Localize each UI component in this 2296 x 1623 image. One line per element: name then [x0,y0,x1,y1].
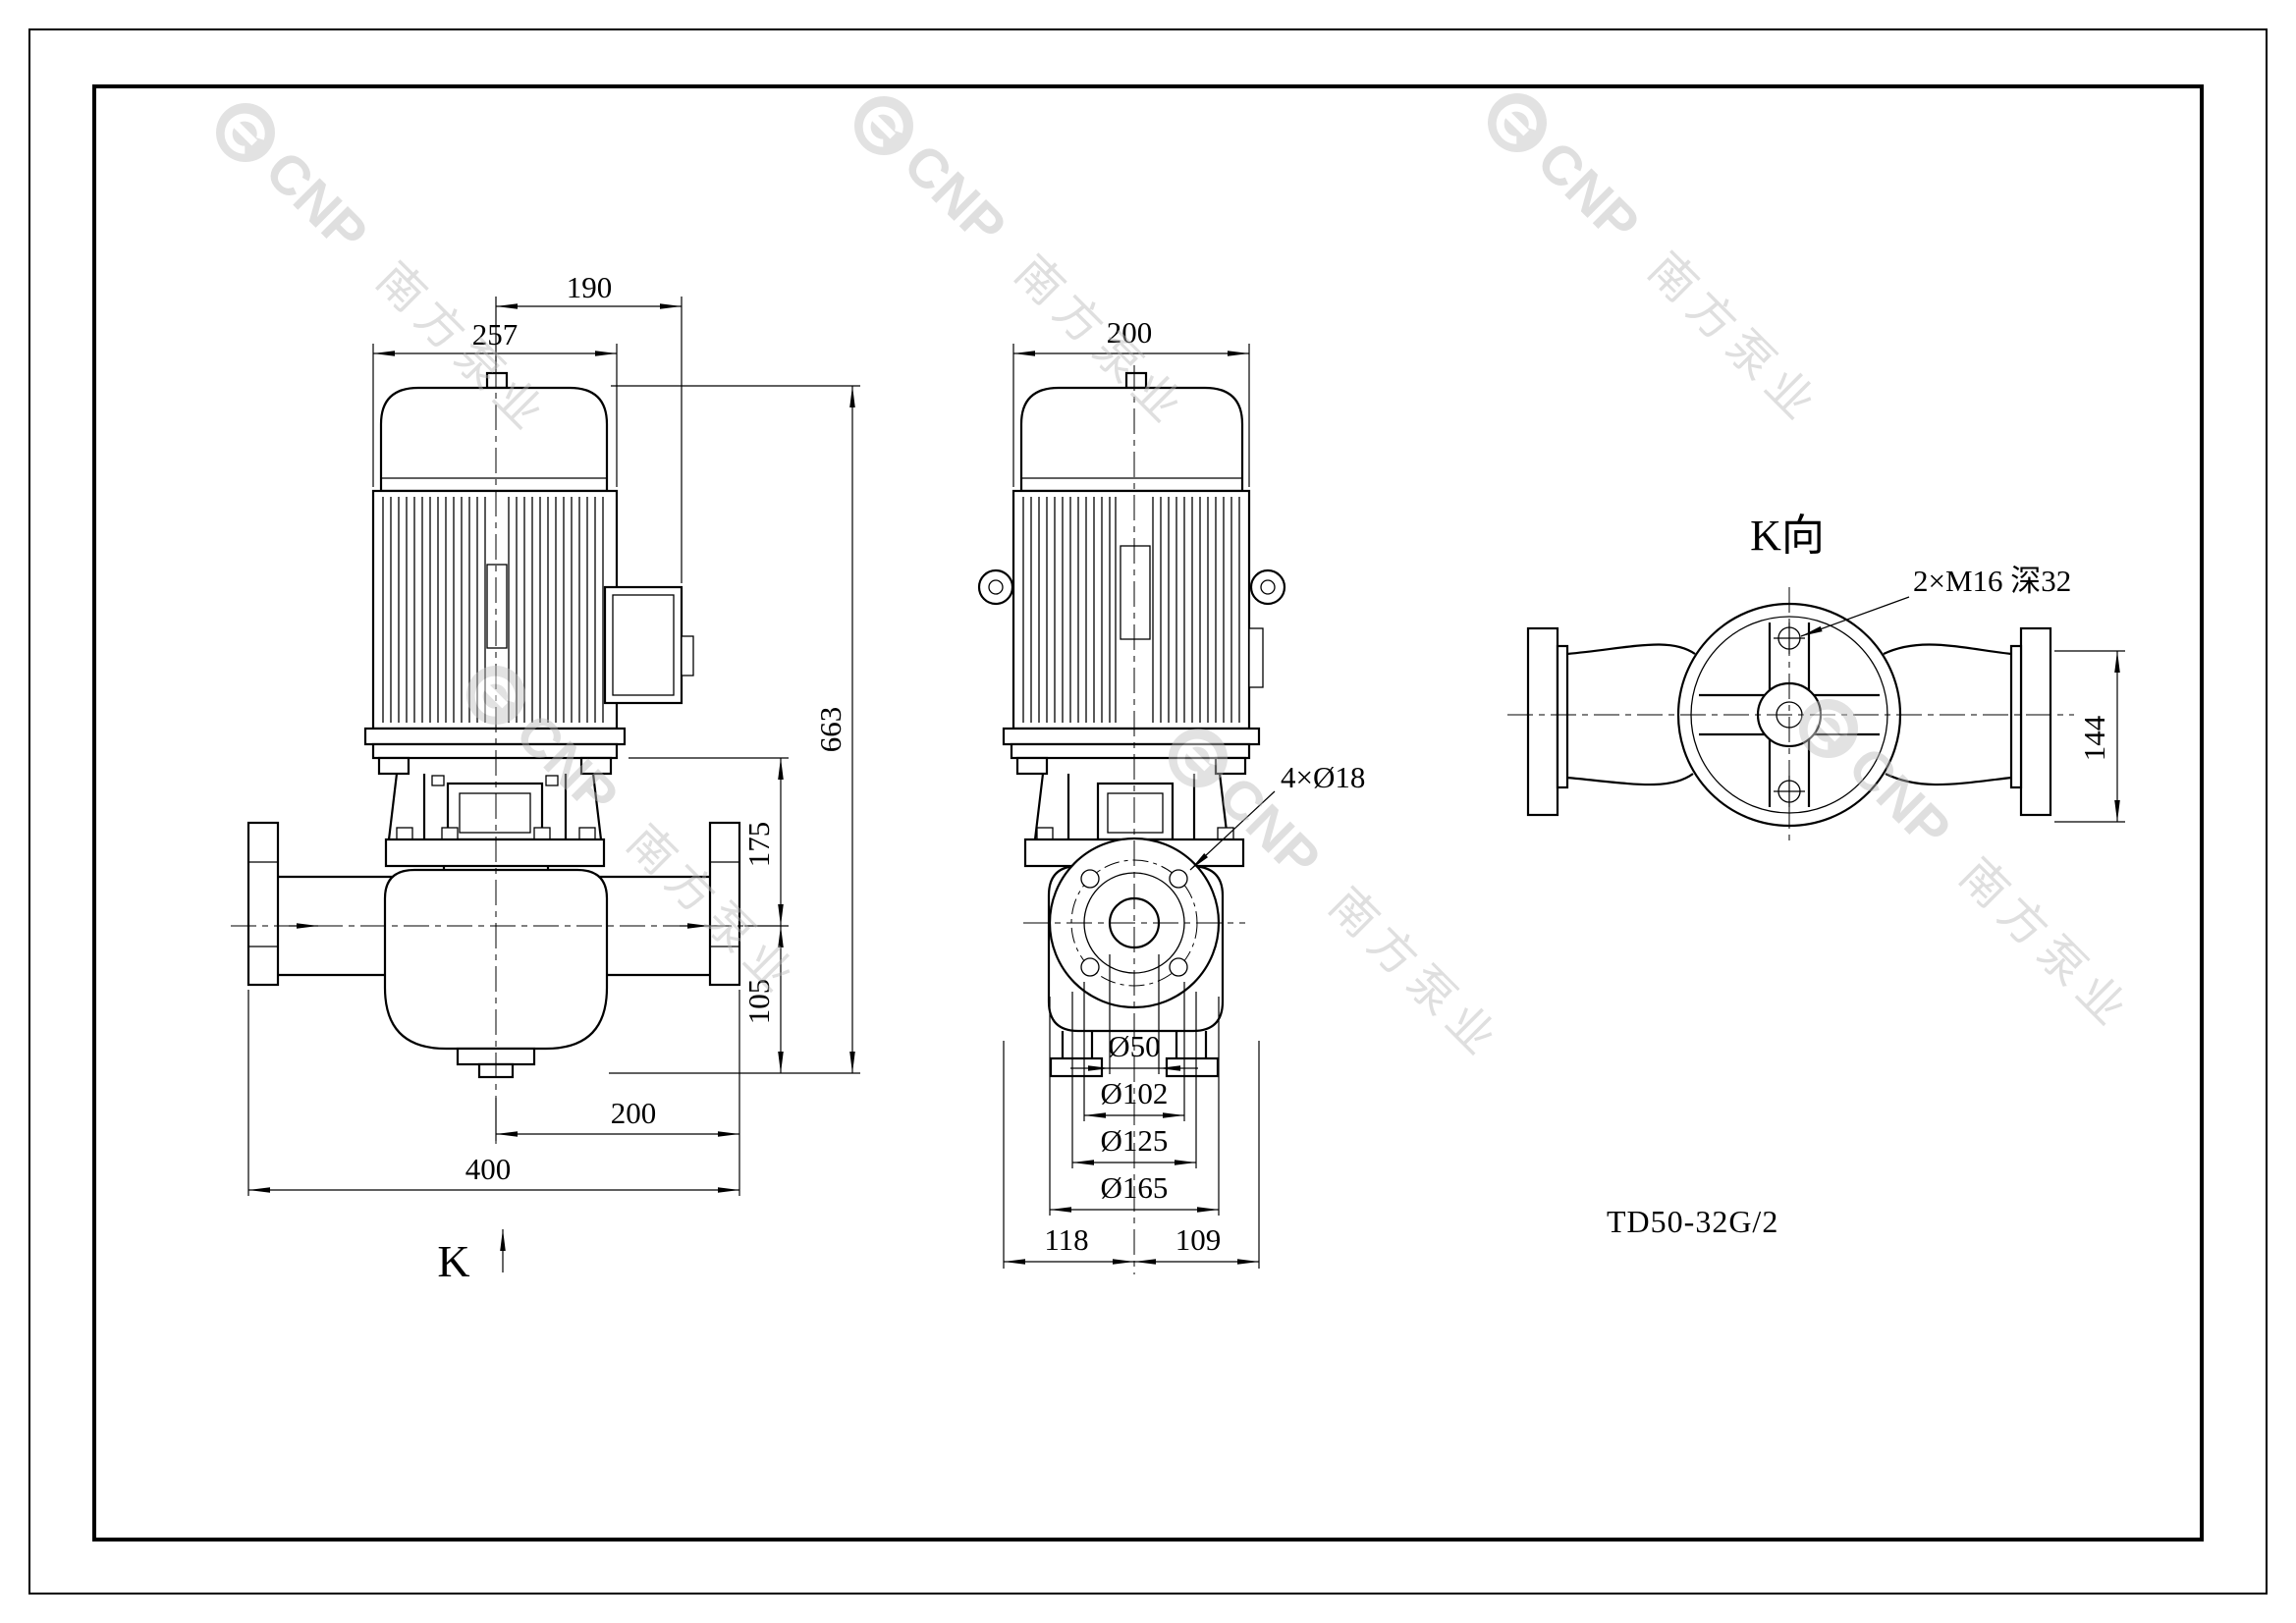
dim-dia50-label: Ø50 [1108,1029,1160,1063]
dim-257-label: 257 [472,317,519,352]
k-direction-label: K [437,1236,469,1286]
dim-dia125-label: Ø125 [1101,1123,1169,1158]
side-view: 200 4×Ø18 Ø50 Ø102 Ø125 Ø165 118 109 [977,315,1365,1274]
k-view-title: K向 [1750,512,1825,560]
dimensions-front: 190 257 663 175 105 200 400 K [247,270,860,1286]
dim-105-label: 105 [741,979,776,1025]
dim-663-label: 663 [813,707,847,753]
dim-175-label: 175 [741,822,776,868]
model-label: TD50-32G/2 [1607,1204,1778,1239]
bolt-callout-label: 4×Ø18 [1281,760,1365,794]
suction-flange-front [246,821,280,987]
dim-200-top-label: 200 [1107,315,1153,350]
motor-ribs-left [1022,497,1111,723]
cnp-logo-icon [216,103,275,162]
dim-200-bottom-label: 200 [611,1096,657,1130]
motor-front [363,371,694,776]
svg-text:南方泵业: 南方泵业 [1950,848,2143,1041]
motor-ribs-right [516,497,604,723]
bolt-hole [1080,957,1100,977]
motor-ribs-left [382,497,478,723]
dim-190-label: 190 [567,270,613,304]
bolt-callout-leader [1189,790,1276,871]
bolt-hole [1080,869,1100,889]
dim-400-label: 400 [465,1152,512,1186]
svg-text:CNP: CNP [892,132,1017,257]
motor-ribs-right [1160,497,1240,723]
bolt-hole [1169,957,1188,977]
lifting-eye-right [1249,568,1286,606]
tap-callout-leader [1800,596,1910,637]
k-pipe-left-top [1566,643,1696,656]
drawing-border [28,28,2268,1595]
k-view: K向 [1507,512,2125,1239]
k-pipe-left-bottom [1566,773,1694,786]
k-flange-left [1526,626,1569,817]
k-view-body [1507,587,2074,846]
svg-text:南方泵业: 南方泵业 [1639,243,1831,435]
svg-text:CNP: CNP [1525,129,1651,254]
lantern-front [387,773,603,841]
cnp-logo-icon [1799,699,1858,758]
dim-118-label: 118 [1044,1222,1088,1257]
dim-dia165-label: Ø165 [1101,1170,1169,1205]
k-pipe-right-bottom [1885,773,2012,786]
discharge-flange-front [708,821,741,987]
watermark: CNP 南方泵业 [216,103,560,444]
bolt-hole [1169,869,1188,889]
lifting-eye-left [977,568,1014,606]
cnp-logo-icon [854,96,913,155]
k-pipe-right-top [1883,643,2012,656]
terminal-box [603,585,694,705]
cnp-logo-icon [1169,729,1228,787]
svg-text:南方泵业: 南方泵业 [1320,878,1512,1070]
watermark: CNP 南方泵业 [1488,93,1831,435]
k-flange-right [2009,626,2052,817]
cnp-logo-icon [1488,93,1547,152]
front-view: 190 257 663 175 105 200 400 K [231,270,860,1286]
dimensions-k: 2×M16 深32 144 [1800,564,2125,823]
dim-109-label: 109 [1175,1222,1222,1257]
cnp-logo-icon [466,666,525,725]
dimensions-side: 200 4×Ø18 Ø50 Ø102 Ø125 Ø165 118 109 [1003,315,1365,1269]
tap-callout-label: 2×M16 深32 [1913,564,2071,598]
dim-dia102-label: Ø102 [1101,1076,1169,1110]
dim-144-label: 144 [2077,715,2111,761]
watermark: CNP 南方泵业 [854,96,1198,437]
svg-text:CNP: CNP [253,138,379,264]
motor-side [977,371,1286,776]
